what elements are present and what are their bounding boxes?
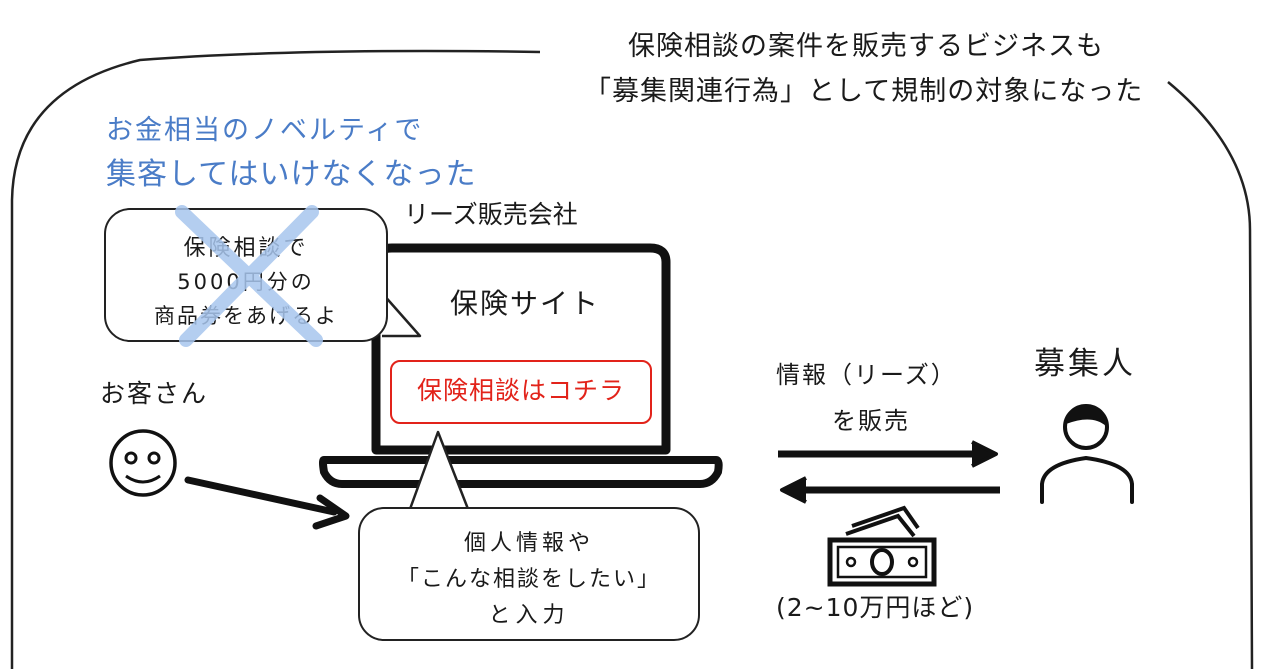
payment-amount-label: (2~10万円ほど) (776, 593, 975, 622)
customer-label: お客さん (100, 379, 209, 408)
customer-face-icon (109, 429, 177, 497)
frame-outline-right (1167, 81, 1254, 669)
input-bubble-line-3: と入力 (488, 603, 570, 628)
input-bubble-line-1: 個人情報や (463, 531, 594, 556)
consult-cta-button[interactable]: 保険相談はコチラ (390, 360, 652, 424)
gift-bubble-tail (381, 292, 422, 338)
input-form-bubble: 個人情報や 「こんな相談をしたい」 と入力 (358, 507, 700, 641)
input-bubble-tail (408, 430, 470, 510)
novelty-note-line-2: 集客してはいけなくなった (106, 157, 477, 192)
input-bubble-line-2: 「こんな相談をしたい」 (396, 567, 661, 592)
info-sale-label-line-2: を販売 (832, 407, 910, 435)
arrow-money-to-company (780, 476, 1000, 504)
lead-company-label: リーズ販売会社 (404, 200, 578, 229)
cross-out-mark (175, 205, 323, 347)
money-icon (827, 505, 937, 587)
arrow-customer-to-form (184, 476, 350, 530)
recruiter-person-icon (1040, 404, 1134, 504)
recruiter-label: 募集人 (1034, 346, 1136, 382)
site-title: 保険サイト (450, 287, 601, 320)
headline-line-2: 「募集関連行為」として規制の対象になった (584, 76, 1144, 107)
novelty-note-line-1: お金相当のノベルティで (106, 115, 424, 146)
arrow-info-to-recruiter (778, 440, 998, 468)
info-sale-label-line-1: 情報（リーズ） (776, 361, 957, 389)
frame-outline (10, 49, 541, 669)
headline-line-1: 保険相談の案件を販売するビジネスも (628, 31, 1104, 62)
